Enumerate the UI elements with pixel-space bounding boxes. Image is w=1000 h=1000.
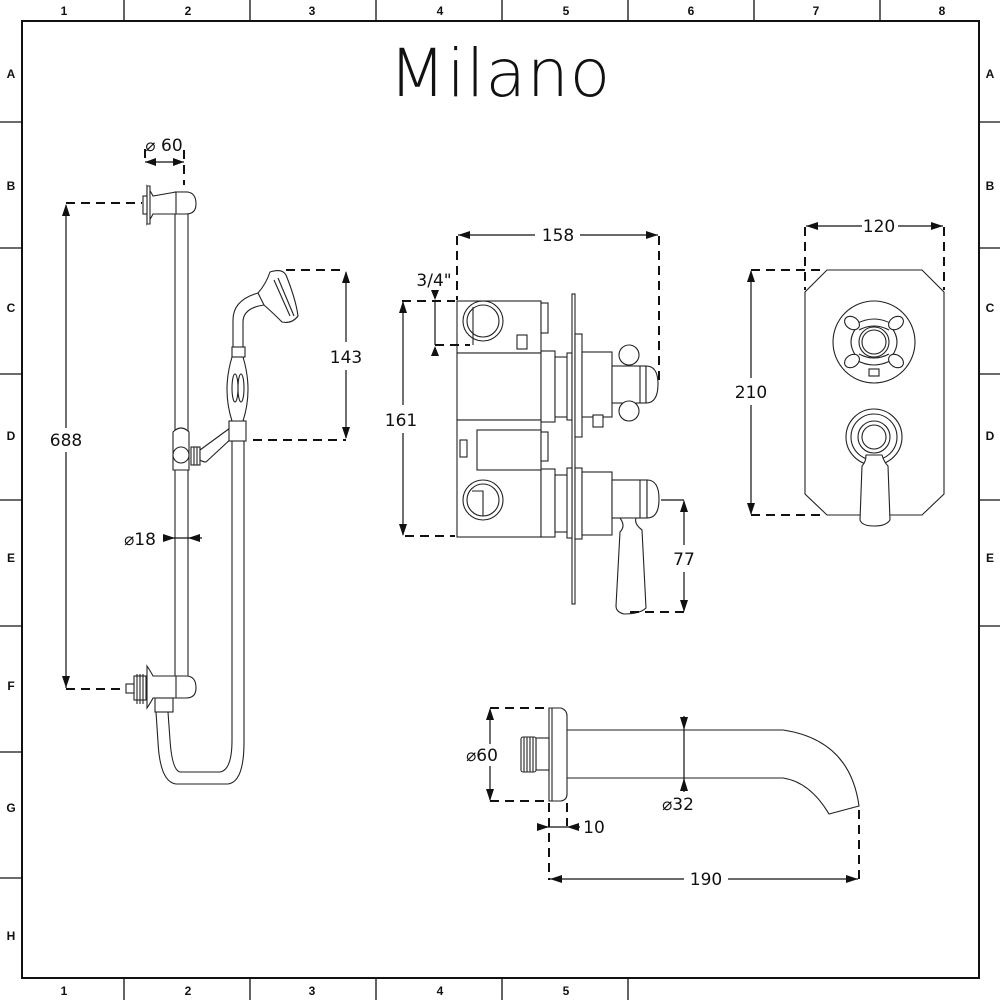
grid-row-label: C — [7, 301, 16, 315]
grid-row-label: A — [7, 67, 16, 81]
dim-label-valve-height: 161 — [385, 411, 417, 431]
dim-label-handset-height: 143 — [330, 348, 362, 368]
top-grid-labels: 1 2 3 4 5 6 7 8 — [61, 4, 946, 18]
dim-label-lever-height: 77 — [673, 550, 695, 570]
grid-col-label: 4 — [437, 984, 444, 998]
grid-row-label: G — [6, 801, 15, 815]
dim-riser-bracket — [144, 149, 185, 185]
bottom-grid-ticks — [123, 978, 629, 1000]
dim-rail-diameter — [163, 534, 202, 542]
dim-spout-backplate — [486, 707, 548, 802]
dim-faceplate-width — [804, 222, 945, 290]
grid-col-label: 5 — [563, 984, 570, 998]
grid-row-label: E — [986, 551, 994, 565]
dim-handset-height — [253, 269, 350, 441]
brand-title: Milano — [389, 35, 611, 112]
dim-label-bracket-diameter: ⌀ 60 — [145, 136, 182, 156]
dim-faceplate-height — [747, 269, 826, 516]
bottom-grid-labels: 1 2 3 4 5 — [61, 984, 570, 998]
top-grid-ticks — [123, 0, 881, 21]
grid-col-label: 5 — [563, 4, 570, 18]
dim-label-rail-diameter: ⌀18 — [124, 530, 156, 550]
dim-label-rail-height: 688 — [50, 431, 82, 451]
dim-label-inlet-size: 3/4" — [416, 271, 451, 291]
valve-front-drawing — [804, 269, 945, 527]
grid-row-label: C — [986, 301, 995, 315]
grid-col-label: 2 — [185, 984, 192, 998]
grid-row-label: H — [7, 929, 16, 943]
grid-row-label: D — [986, 429, 995, 443]
grid-row-label: E — [7, 551, 15, 565]
dim-label-backplate-depth: 10 — [583, 818, 605, 838]
dim-label-spout-diameter: ⌀32 — [662, 795, 694, 815]
right-grid-ticks — [979, 121, 1000, 627]
dim-label-faceplate-width: 120 — [863, 217, 895, 237]
grid-col-label: 1 — [61, 4, 68, 18]
dim-lever-height — [630, 499, 688, 613]
dim-valve-height — [399, 301, 455, 537]
right-grid-labels: A B C D E — [986, 67, 995, 565]
left-grid-labels: A B C D E F G H — [6, 67, 15, 943]
grid-col-label: 3 — [309, 984, 316, 998]
grid-row-label: A — [986, 67, 995, 81]
dim-label-valve-depth: 158 — [542, 226, 574, 246]
grid-col-label: 3 — [309, 4, 316, 18]
grid-row-label: B — [7, 179, 16, 193]
dim-label-faceplate-height: 210 — [735, 383, 767, 403]
bath-spout-drawing — [520, 707, 860, 815]
left-grid-ticks — [0, 121, 22, 879]
grid-row-label: B — [986, 179, 995, 193]
grid-col-label: 7 — [813, 4, 820, 18]
dim-backplate-depth — [537, 803, 580, 880]
grid-col-label: 1 — [61, 984, 68, 998]
grid-row-label: D — [7, 429, 16, 443]
grid-col-label: 2 — [185, 4, 192, 18]
grid-col-label: 8 — [939, 4, 946, 18]
riser-rail-drawing — [125, 184, 299, 785]
grid-col-label: 4 — [437, 4, 444, 18]
grid-row-label: F — [7, 679, 14, 693]
dim-valve-depth — [456, 231, 660, 380]
dim-riser-height — [62, 202, 142, 690]
valve-side-drawing — [456, 293, 660, 615]
dim-label-spout-projection: 190 — [690, 870, 722, 890]
dim-spout-projection — [550, 810, 860, 883]
dim-label-backplate-diameter: ⌀60 — [466, 746, 498, 766]
grid-col-label: 6 — [688, 4, 695, 18]
dim-inlet — [402, 290, 470, 356]
dim-spout-diameter — [680, 716, 688, 792]
